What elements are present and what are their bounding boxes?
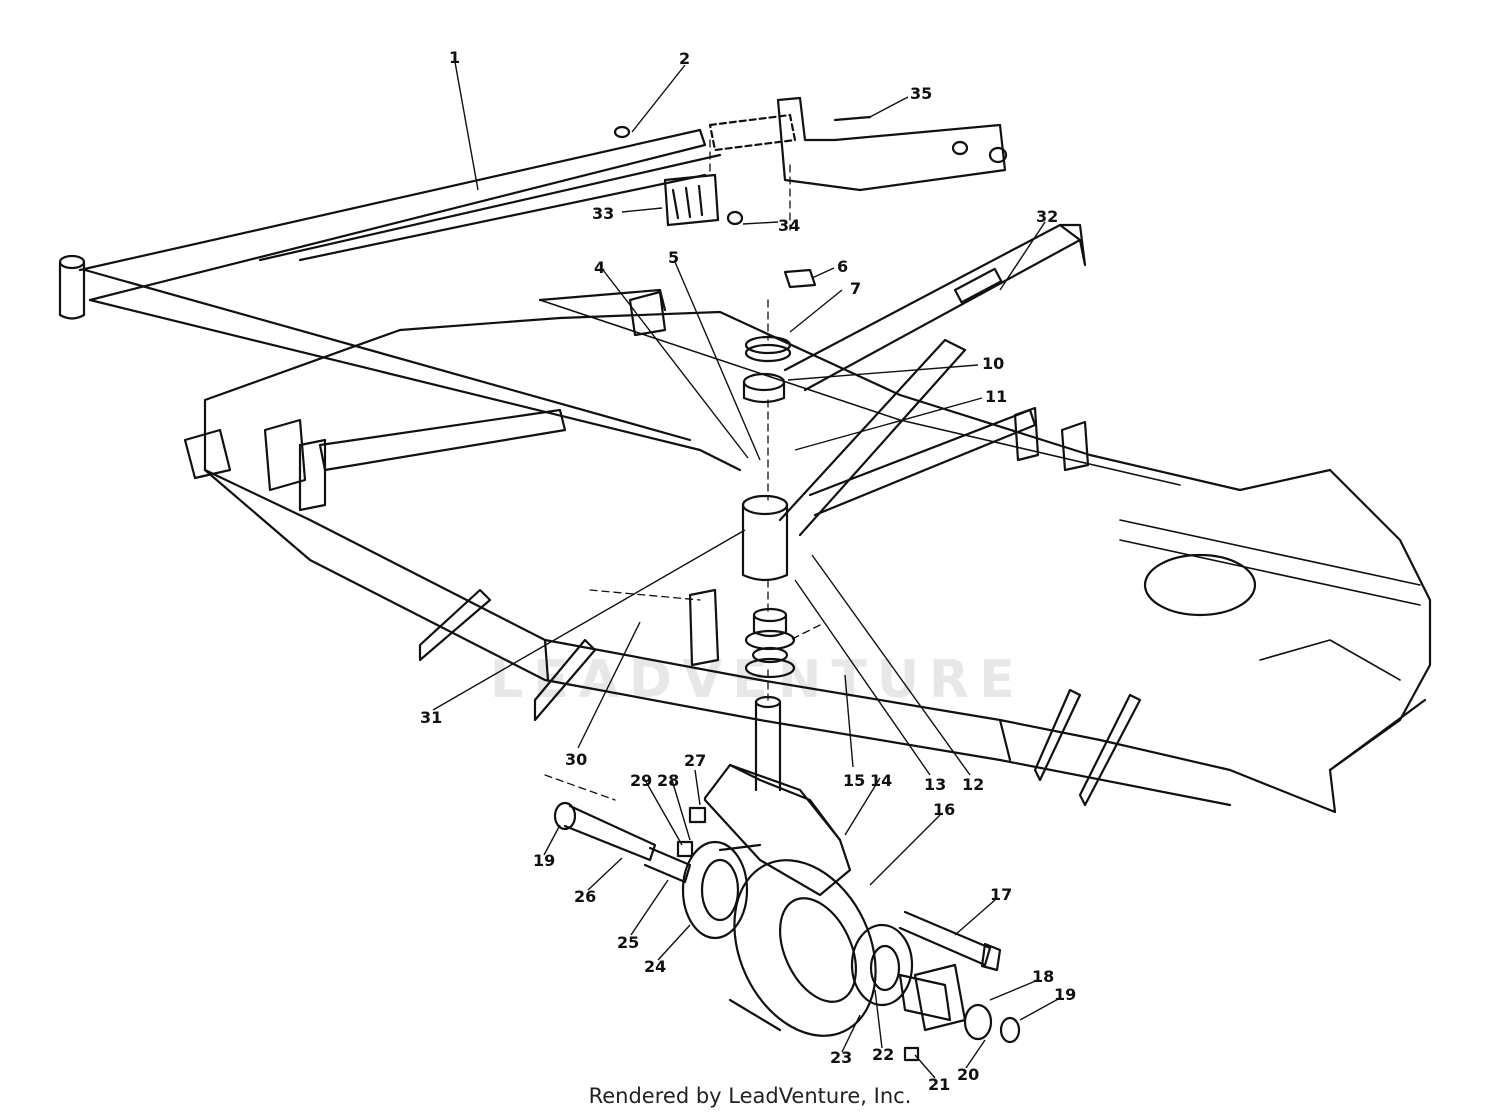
callout-24: 24 — [644, 957, 666, 976]
deck-hangers — [418, 588, 1142, 807]
callout-13: 13 — [924, 775, 946, 794]
pivot-assembly — [703, 335, 852, 897]
callout-17: 17 — [990, 885, 1012, 904]
callout-35: 35 — [910, 84, 932, 103]
callout-14: 14 — [870, 771, 892, 790]
callout-4: 4 — [594, 258, 605, 277]
callout-20: 20 — [957, 1065, 979, 1084]
assembly-lines — [544, 139, 821, 801]
frame-a-arm — [58, 128, 742, 472]
callout-19-right: 19 — [1054, 985, 1076, 1004]
callout-33: 33 — [592, 204, 614, 223]
cross-frame — [778, 223, 1087, 537]
callout-30: 30 — [565, 750, 587, 769]
callout-10: 10 — [982, 354, 1004, 373]
callout-2: 2 — [679, 49, 690, 68]
callout-labels: 1 2 35 33 34 32 4 5 6 7 10 11 31 30 15 1… — [420, 48, 1076, 1094]
footer-credit: Rendered by LeadVenture, Inc. — [588, 1084, 912, 1108]
callout-11: 11 — [985, 387, 1007, 406]
callout-21: 21 — [928, 1075, 950, 1094]
callout-28: 28 — [657, 771, 679, 790]
callout-34: 34 — [778, 216, 800, 235]
mounting-brackets — [183, 290, 1090, 667]
callout-16: 16 — [933, 800, 955, 819]
callout-29: 29 — [630, 771, 652, 790]
callout-22: 22 — [872, 1045, 894, 1064]
top-parts — [613, 96, 1008, 289]
callout-19-left: 19 — [533, 851, 555, 870]
axle-hardware — [553, 801, 1021, 1062]
callout-23: 23 — [830, 1048, 852, 1067]
callout-26: 26 — [574, 887, 596, 906]
callout-1: 1 — [449, 48, 460, 67]
caster-wheel — [681, 840, 877, 1037]
watermark: LEADVENTURE — [490, 650, 1025, 710]
callout-32: 32 — [1036, 207, 1058, 226]
callout-6: 6 — [837, 257, 848, 276]
side-rails — [318, 288, 1037, 517]
callout-7: 7 — [850, 279, 861, 298]
callout-25: 25 — [617, 933, 639, 952]
callout-18: 18 — [1032, 967, 1054, 986]
callout-15: 15 — [843, 771, 865, 790]
callout-5: 5 — [668, 248, 679, 267]
leader-lines — [432, 61, 1061, 1079]
callout-12: 12 — [962, 775, 984, 794]
callout-27: 27 — [684, 751, 706, 770]
callout-31: 31 — [420, 708, 442, 727]
mower-deck — [203, 299, 1432, 814]
